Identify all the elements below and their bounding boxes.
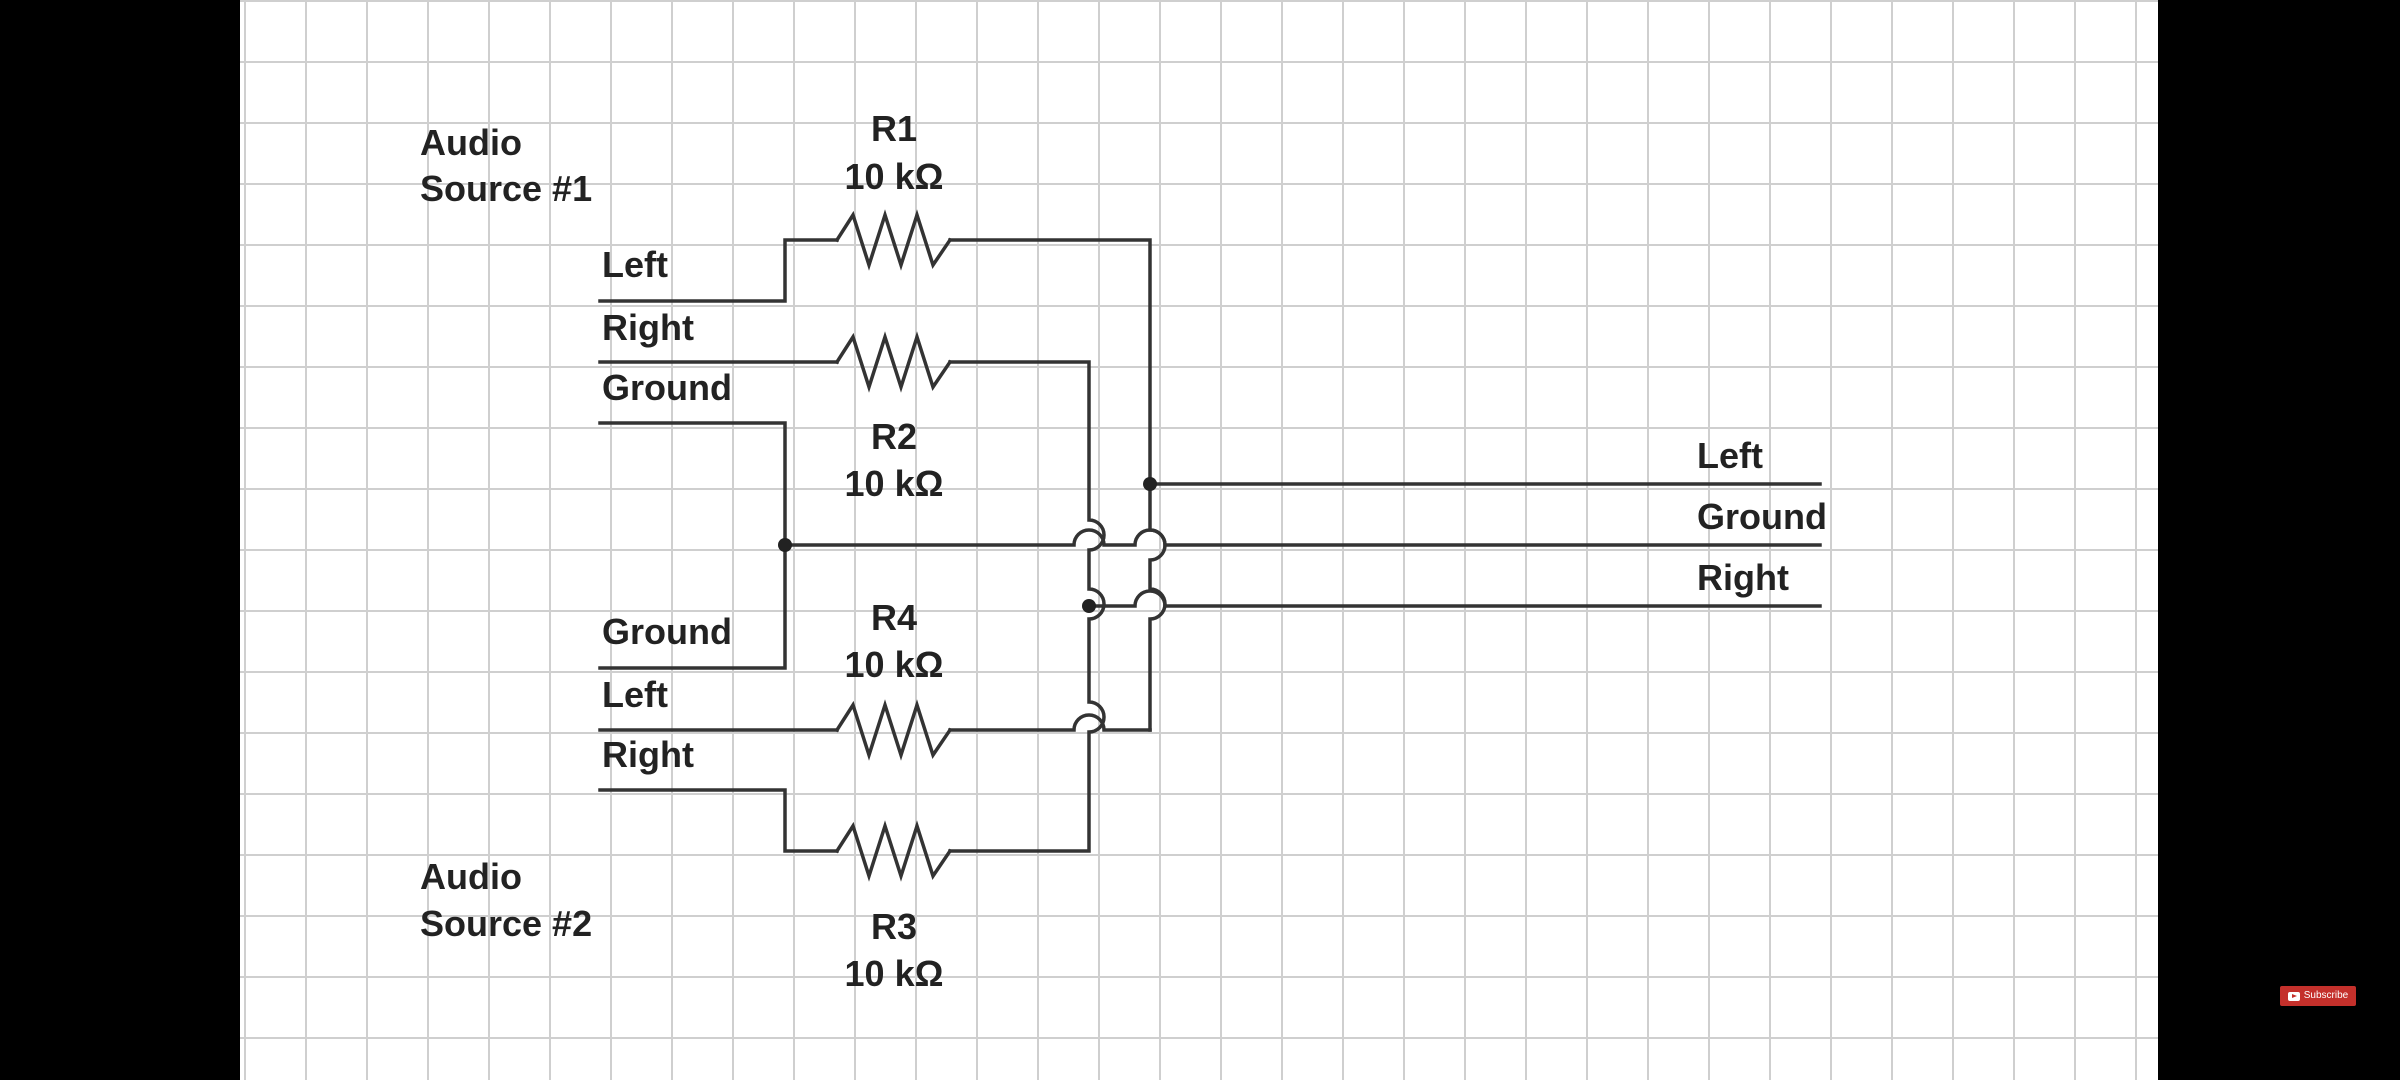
junction-dot-left — [1143, 477, 1157, 491]
source1-left-label: Left — [602, 244, 668, 285]
circuit-schematic — [598, 209, 1822, 882]
subscribe-button[interactable]: Subscribe — [2280, 986, 2356, 1006]
r3-name: R3 — [870, 906, 918, 947]
junction-dot-right — [1082, 599, 1096, 613]
wire-r2-out — [948, 360, 1106, 853]
wire-left-bus-lower — [1148, 482, 1167, 732]
source1-ground-label: Ground — [602, 367, 732, 408]
youtube-play-icon — [2287, 991, 2300, 1001]
wire-source1-left — [598, 238, 839, 303]
source2-ground-label: Ground — [602, 611, 732, 652]
resistor-r1 — [834, 209, 953, 271]
r2-name: R2 — [870, 416, 918, 457]
source1-title-line1: Audio — [420, 122, 522, 163]
r4-name: R4 — [870, 597, 918, 638]
source2-title-line2: Source #2 — [420, 903, 593, 944]
subscribe-label: Subscribe — [2303, 990, 2349, 1001]
resistor-r3 — [834, 820, 953, 882]
junction-dot-ground — [778, 538, 792, 552]
resistor-r4 — [834, 699, 953, 761]
source1-right-label: Right — [602, 307, 694, 348]
output-ground-label: Ground — [1697, 496, 1827, 537]
wire-source2-right — [598, 788, 839, 853]
wire-r4-out — [948, 713, 1152, 732]
source2-title-line1: Audio — [420, 856, 522, 897]
source2-left-label: Left — [602, 674, 668, 715]
schematic-paper: Audio Source #1 Left Right Ground R1 10 … — [240, 0, 2158, 1080]
wire-ground-bus — [783, 528, 1822, 547]
r4-value: 10 kΩ — [844, 644, 944, 685]
output-right-label: Right — [1697, 557, 1789, 598]
r1-value: 10 kΩ — [844, 156, 944, 197]
wire-output-right — [1087, 589, 1822, 608]
wire-r1-out — [948, 238, 1152, 486]
resistor-r2 — [834, 331, 953, 393]
output-left-label: Left — [1697, 435, 1763, 476]
r3-value: 10 kΩ — [844, 953, 944, 994]
r2-value: 10 kΩ — [844, 463, 944, 504]
source2-right-label: Right — [602, 734, 694, 775]
r1-name: R1 — [870, 108, 918, 149]
source1-title-line2: Source #1 — [420, 168, 593, 209]
